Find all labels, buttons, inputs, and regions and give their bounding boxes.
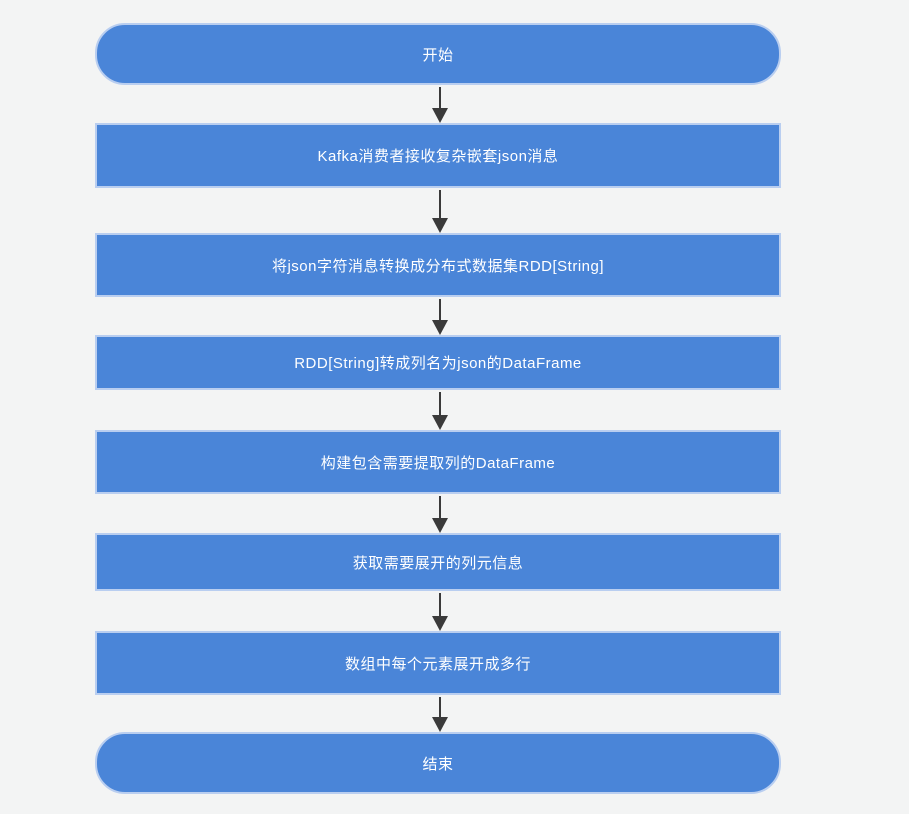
flow-node-get-column-meta: 获取需要展开的列元信息 (95, 533, 781, 591)
arrow-down-icon (431, 496, 449, 533)
arrow-head (432, 320, 448, 335)
flow-node-end: 结束 (95, 732, 781, 794)
arrow-down-icon (431, 392, 449, 430)
flow-node-label: 构建包含需要提取列的DataFrame (320, 454, 556, 472)
arrow-line (439, 496, 441, 518)
flow-node-explode-array-rows: 数组中每个元素展开成多行 (95, 631, 781, 695)
arrow-down-icon (431, 299, 449, 335)
arrow-down-icon (431, 593, 449, 631)
arrow-line (439, 593, 441, 616)
arrow-down-icon (431, 87, 449, 123)
flow-node-json-to-rdd: 将json字符消息转换成分布式数据集RDD[String] (95, 233, 781, 297)
flow-node-label: Kafka消费者接收复杂嵌套json消息 (317, 148, 559, 165)
arrow-line (439, 299, 441, 320)
arrow-head (432, 415, 448, 430)
flow-node-rdd-to-dataframe: RDD[String]转成列名为json的DataFrame (95, 335, 781, 390)
flow-node-label: 开始 (422, 46, 454, 64)
flow-node-label: 获取需要展开的列元信息 (352, 554, 524, 572)
arrow-down-icon (431, 697, 449, 732)
flow-node-label: 数组中每个元素展开成多行 (344, 655, 531, 673)
flow-node-label: RDD[String]转成列名为json的DataFrame (294, 355, 582, 372)
flow-node-build-extract-dataframe: 构建包含需要提取列的DataFrame (95, 430, 781, 494)
arrow-head (432, 218, 448, 233)
arrow-line (439, 190, 441, 218)
arrow-line (439, 392, 441, 415)
arrow-line (439, 87, 441, 108)
arrow-head (432, 717, 448, 732)
arrow-head (432, 616, 448, 631)
arrow-head (432, 518, 448, 533)
arrow-line (439, 697, 441, 717)
flow-node-start: 开始 (95, 23, 781, 85)
flow-node-kafka-receive: Kafka消费者接收复杂嵌套json消息 (95, 123, 781, 188)
arrow-head (432, 108, 448, 123)
arrow-down-icon (431, 190, 449, 233)
flow-node-label: 结束 (422, 755, 454, 773)
flow-node-label: 将json字符消息转换成分布式数据集RDD[String] (271, 257, 605, 275)
